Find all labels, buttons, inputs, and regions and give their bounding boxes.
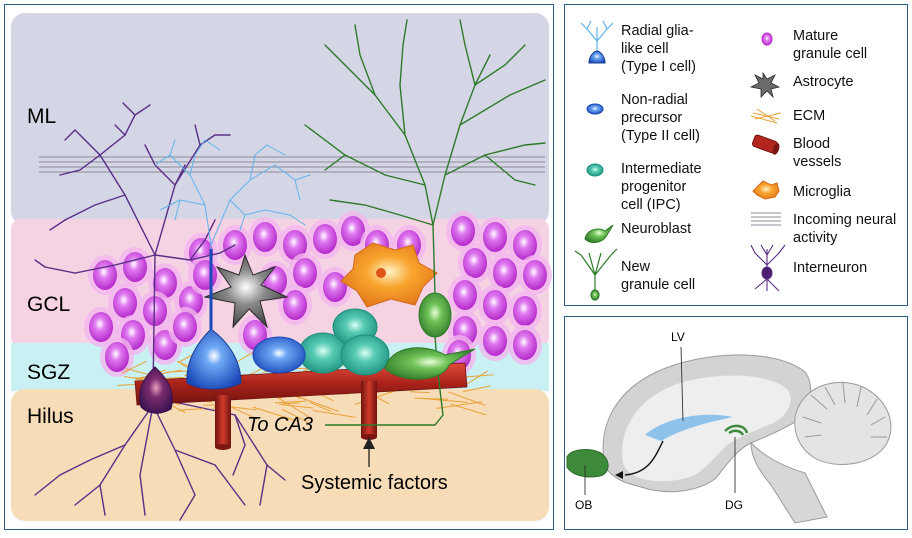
legend-radial-glia: Radial glia- like cell (Type I cell) bbox=[621, 22, 696, 76]
microglia-cell bbox=[340, 242, 438, 308]
legend-icons bbox=[574, 20, 786, 301]
astrocyte-cell bbox=[203, 253, 289, 329]
non-radial-precursor bbox=[252, 336, 306, 374]
layer-label-sgz: SGZ bbox=[27, 361, 70, 384]
ob-label: OB bbox=[575, 498, 592, 512]
neuroblast-icon bbox=[584, 224, 614, 243]
legend-text: Microglia bbox=[793, 184, 852, 200]
new-granule-cell-dendrites bbox=[304, 19, 546, 426]
layer-label-gcl: GCL bbox=[27, 293, 70, 316]
legend-blood: Blood vessels bbox=[793, 135, 841, 171]
neuroblast-cell bbox=[384, 347, 476, 380]
legend-text: activity bbox=[793, 230, 838, 246]
legend-text: (Type II cell) bbox=[621, 128, 700, 144]
ipc-icon bbox=[586, 163, 604, 177]
radial-glia-icon bbox=[580, 20, 614, 64]
legend-text: Non-radial bbox=[621, 92, 688, 108]
neurogenesis-diagram: ML GCL SGZ Hilus To CA3 Systemic factors bbox=[11, 13, 552, 521]
mature-granule-icon bbox=[761, 32, 773, 46]
legend-ecm: ECM bbox=[793, 107, 825, 125]
neural-activity-icon bbox=[751, 212, 781, 226]
non-radial-icon bbox=[586, 103, 604, 115]
legend-text: vessels bbox=[793, 154, 842, 170]
legend-text: Blood bbox=[793, 136, 831, 152]
blood-vessel-icon bbox=[752, 134, 780, 155]
legend-text: cell (IPC) bbox=[621, 197, 681, 213]
legend-non-radial: Non-radial precursor (Type II cell) bbox=[621, 91, 700, 145]
legend-text: ECM bbox=[793, 108, 826, 124]
cerebellum bbox=[794, 382, 892, 465]
legend-microglia: Microglia bbox=[793, 183, 851, 201]
olfactory-bulb bbox=[566, 449, 609, 478]
legend-text: (Type I cell) bbox=[621, 59, 696, 75]
microglia-icon bbox=[752, 180, 780, 200]
astrocyte-icon bbox=[749, 71, 781, 99]
new-granule-cell bbox=[418, 292, 452, 338]
legend-neuroblast: Neuroblast bbox=[621, 220, 691, 238]
legend-interneuron: Interneuron bbox=[793, 259, 867, 277]
legend-neural-activity: Incoming neural activity bbox=[793, 211, 896, 247]
legend-text: Neuroblast bbox=[621, 221, 692, 237]
neural-activity-lines bbox=[39, 156, 545, 173]
legend-new-granule: New granule cell bbox=[621, 258, 695, 294]
legend-ipc: Intermediate progenitor cell (IPC) bbox=[621, 160, 702, 214]
dentate-gyrus bbox=[724, 424, 749, 436]
legend-mature-granule: Mature granule cell bbox=[793, 27, 867, 63]
layer-label-ml: ML bbox=[27, 105, 56, 128]
legend-text: granule cell bbox=[793, 46, 868, 62]
legend-astrocyte: Astrocyte bbox=[793, 73, 853, 91]
blood-vessel-vertical-right bbox=[361, 381, 377, 437]
legend-text: granule cell bbox=[621, 277, 696, 293]
legend-text: like cell bbox=[621, 41, 669, 57]
hilus-layer bbox=[11, 389, 549, 521]
legend-text: Mature bbox=[793, 28, 839, 44]
legend-panel: Radial glia- like cell (Type I cell) Non… bbox=[564, 4, 908, 306]
legend-text: Radial glia- bbox=[621, 23, 694, 39]
legend-text: Interneuron bbox=[793, 260, 868, 276]
legend-text: precursor bbox=[621, 110, 683, 126]
interneuron-icon bbox=[750, 244, 786, 292]
ecm-icon bbox=[750, 108, 782, 124]
interneuron-cell bbox=[139, 366, 173, 414]
radial-glia-cell bbox=[186, 328, 242, 390]
blood-vessel-vertical-left bbox=[215, 395, 231, 447]
legend-text: Intermediate bbox=[621, 161, 702, 177]
new-granule-icon bbox=[574, 248, 618, 301]
to-ca3-label: To CA3 bbox=[247, 414, 313, 436]
legend-text: progenitor bbox=[621, 179, 687, 195]
brainstem bbox=[750, 441, 828, 524]
layer-label-hilus: Hilus bbox=[27, 405, 74, 428]
legend-text: Astrocyte bbox=[793, 74, 854, 90]
brain-sagittal-panel: LV OB DG bbox=[564, 316, 908, 530]
lv-label: LV bbox=[671, 330, 685, 344]
dg-label: DG bbox=[725, 498, 743, 512]
ml-layer bbox=[11, 13, 549, 225]
brain-diagram: LV OB DG bbox=[566, 330, 892, 524]
mature-granule-cells bbox=[84, 211, 552, 377]
systemic-factors-label: Systemic factors bbox=[301, 472, 448, 494]
legend-text: New bbox=[621, 259, 651, 275]
rms-arrow bbox=[624, 440, 664, 476]
ipc-cells bbox=[298, 308, 390, 376]
main-diagram-panel: ML GCL SGZ Hilus To CA3 Systemic factors bbox=[4, 4, 554, 530]
lateral-ventricle bbox=[645, 414, 733, 441]
legend-text: Incoming neural bbox=[793, 212, 897, 228]
